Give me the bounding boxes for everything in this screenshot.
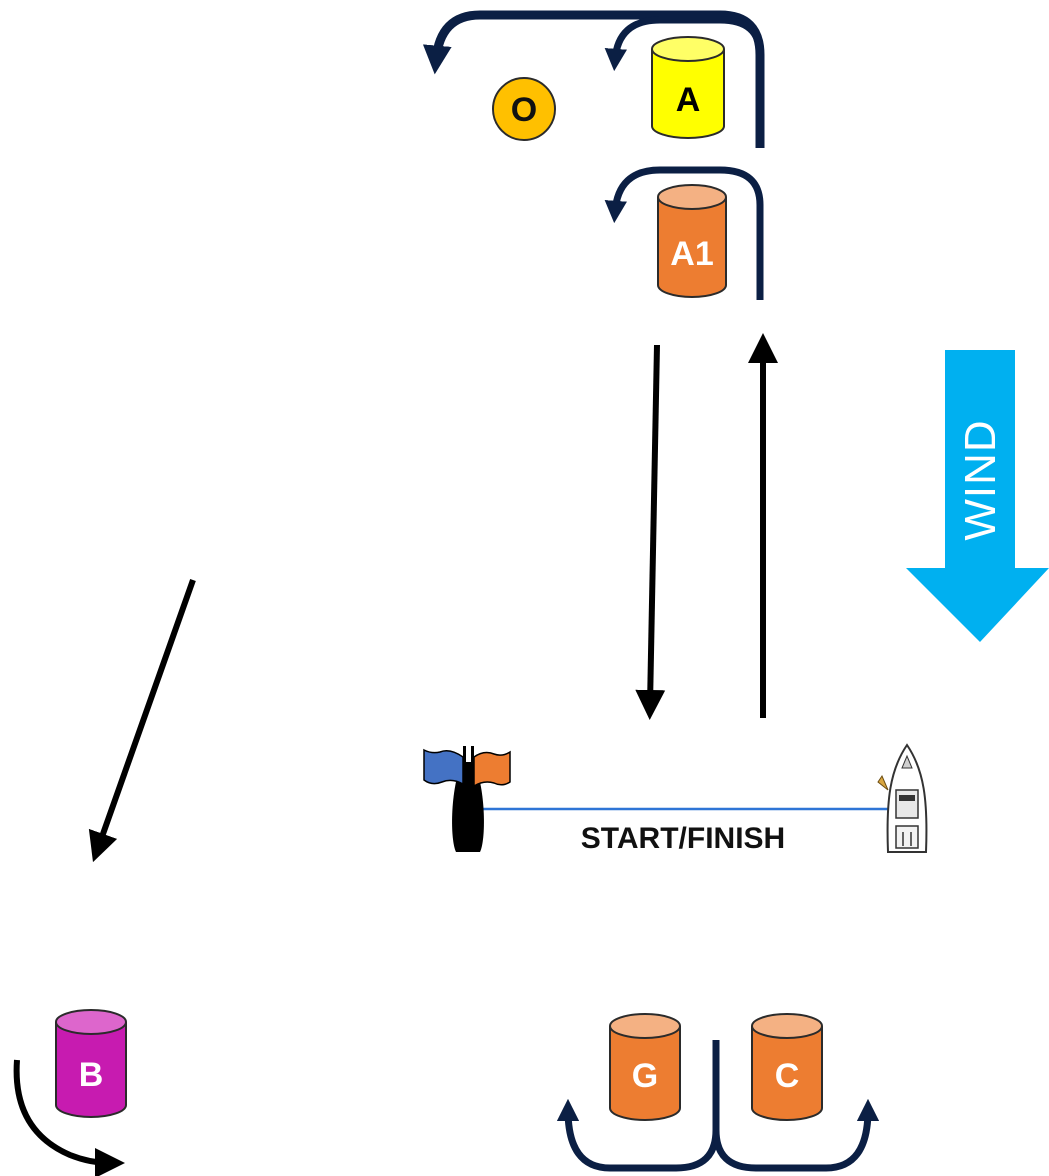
committee-boat-icon [877,743,928,853]
mark-a-label: A [676,81,701,119]
gate-route-arrow-right [712,1040,880,1172]
route-arrow-around-a1 [604,166,764,300]
wind-arrow-icon: WIND [906,350,1049,642]
start-finish-label: START/FINISH [581,822,785,855]
leg-arrow-downwind [635,344,666,720]
mark-a1-label: A1 [670,235,713,273]
mark-a: A [651,36,725,139]
offset-mark-label: O [511,91,537,129]
route-arrow-around-a [604,16,764,148]
mark-c-label: C [775,1057,800,1095]
mark-a1: A1 [657,184,727,298]
mark-g-label: G [632,1057,658,1095]
rounding-arrow-b [13,1059,125,1176]
mark-b-label: B [79,1056,104,1094]
offset-mark-o: O [492,77,556,141]
mark-g: G [609,1013,681,1121]
gate-route-arrow [556,1040,720,1172]
pin-end-flags-icon [423,746,511,852]
leg-arrow-to-b [88,578,196,863]
wind-label: WIND [956,419,1005,540]
mark-c: C [751,1013,823,1121]
mark-b: B [55,1009,127,1118]
